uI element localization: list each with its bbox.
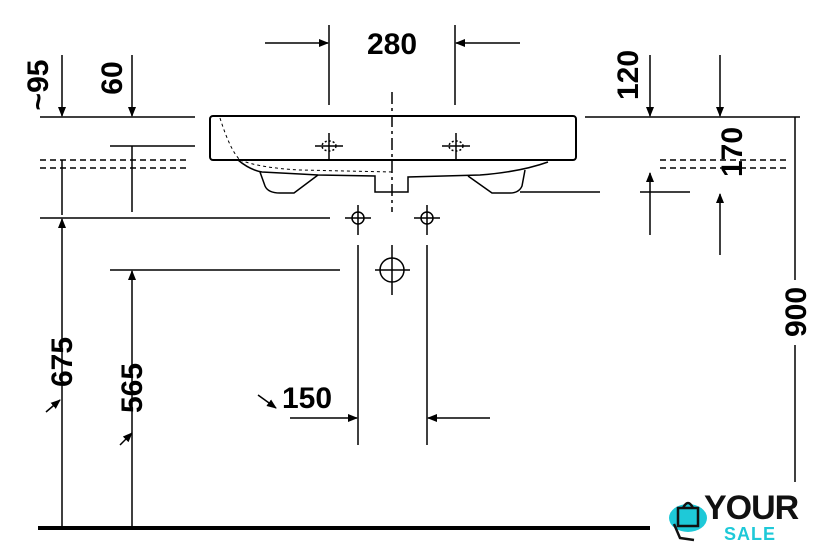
dimension-675: 675 [46,337,79,387]
yoursale-logo: YOUR SALE [668,489,799,548]
logo-text-sale: SALE [724,524,777,544]
dimension-565: 565 [116,363,149,413]
dimension-900: 900 [780,287,813,337]
dimension-280: 280 [367,28,417,61]
dimension-60: 60 [96,61,129,94]
shopping-bag-hand-icon [669,501,707,542]
dimension-150: 150 [282,382,332,415]
logo-text-your: YOUR [704,489,799,527]
dimension-170: 170 [716,127,749,177]
dimension-95: ~95 [22,60,55,111]
dimension-120: 120 [612,50,645,100]
